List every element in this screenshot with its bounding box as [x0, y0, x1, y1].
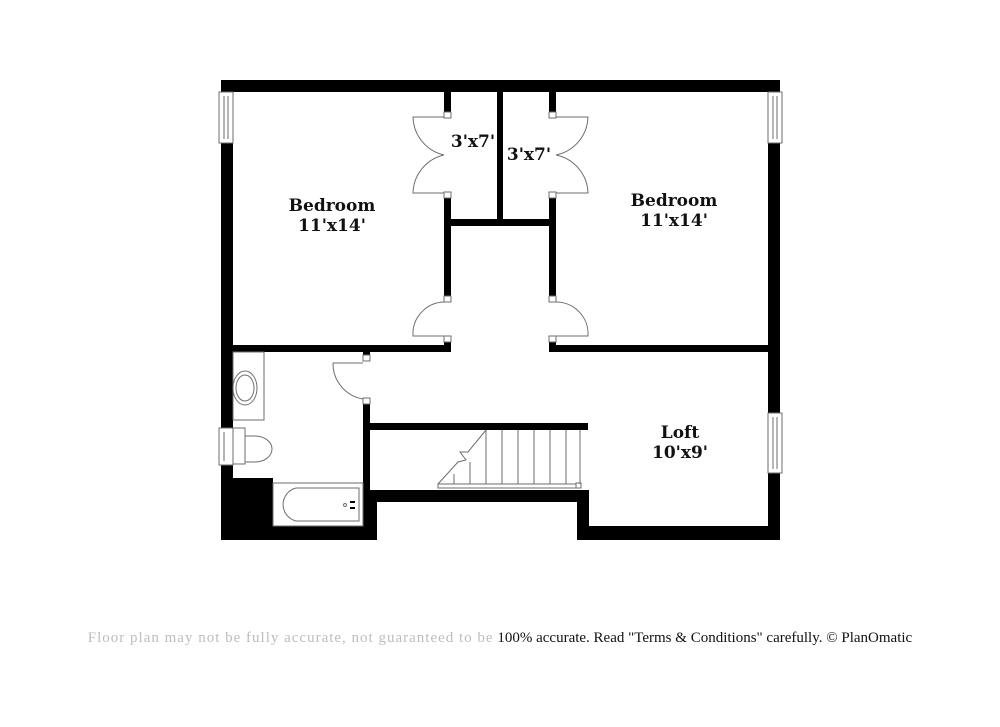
bathtub-icon [272, 482, 364, 527]
staircase [437, 429, 582, 489]
door-swings [332, 116, 589, 400]
room-name-bedroom-east: Bedroom [631, 191, 718, 211]
disclaimer-footer: Floor plan may not be fully accurate, no… [0, 630, 1000, 647]
room-name-loft: Loft [661, 423, 700, 443]
disclaimer-text: 100% accurate. Read "Terms & Conditions"… [497, 630, 913, 646]
disclaimer-obscured: Floor plan may not be fully accurate, no… [87, 630, 494, 646]
toilet-tank [232, 427, 246, 465]
room-size-bedroom-west: 11'x14' [298, 216, 366, 236]
room-labels: Bedroom 11'x14' 3'x7' 3'x7' Bedroom 11'x… [289, 132, 718, 463]
room-name-bedroom-west: Bedroom [289, 196, 376, 216]
interior-walls [233, 92, 780, 526]
room-size-bedroom-east: 11'x14' [640, 211, 708, 231]
room-size-loft: 10'x9' [652, 443, 708, 463]
outer-walls [221, 80, 780, 540]
door-jambs [362, 111, 557, 405]
toilet-icon [244, 435, 273, 463]
bathroom-fixtures [232, 351, 364, 527]
room-size-closet-east: 3'x7' [507, 145, 551, 165]
room-size-closet-west: 3'x7' [451, 132, 495, 152]
sink-icon [232, 370, 258, 406]
